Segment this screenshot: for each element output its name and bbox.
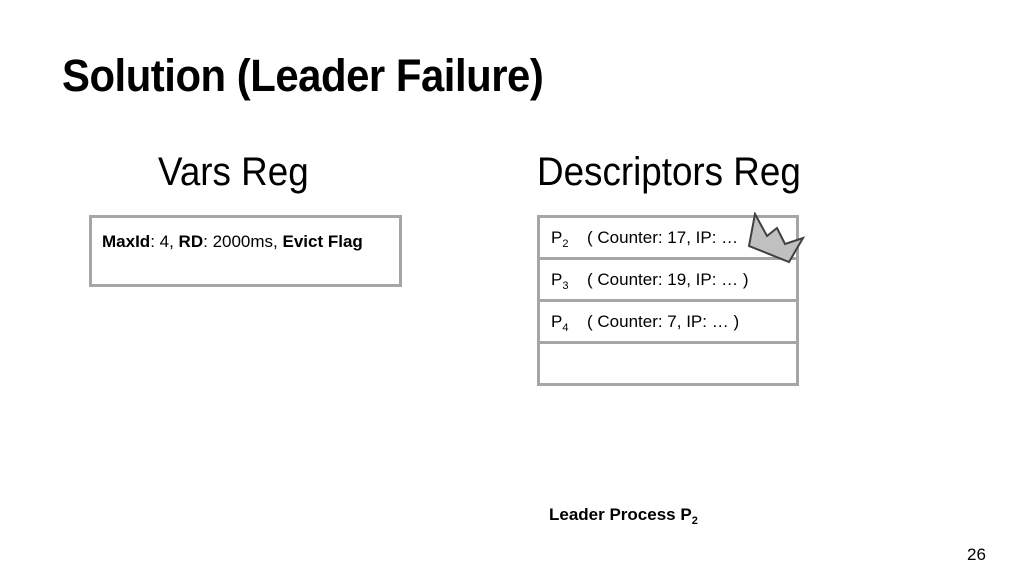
vars-reg-box: MaxId: 4, RD: 2000ms, Evict Flag [89,215,402,287]
descriptor-text: ( Counter: 17, IP: … [587,228,739,247]
process-name: P3 [551,270,569,292]
evict-flag-key: Evict Flag [282,232,363,251]
maxid-key: MaxId [102,232,151,251]
crown-icon [747,212,806,264]
leader-process-label: Leader Process P2 [549,505,698,527]
descriptor-row: P3 ( Counter: 19, IP: … ) [537,257,799,302]
page-number: 26 [967,545,986,564]
descriptor-text: ( Counter: 7, IP: … ) [587,312,740,331]
vars-reg-heading: Vars Reg [158,150,309,194]
process-name: P4 [551,312,569,334]
maxid-value: 4, [159,232,179,251]
descriptor-row-empty [537,341,799,386]
rd-sep: : [203,232,213,251]
slide-title: Solution (Leader Failure) [62,50,544,101]
descriptor-text: ( Counter: 19, IP: … ) [587,270,749,289]
rd-value: 2000ms, [212,232,283,251]
rd-key: RD [178,232,204,251]
descriptors-reg-heading: Descriptors Reg [537,150,801,194]
maxid-sep: : [150,232,160,251]
process-name: P2 [551,228,569,250]
descriptors-reg-table: P2 ( Counter: 17, IP: … P3 ( Counter: 19, … [537,215,799,386]
descriptor-row: P4 ( Counter: 7, IP: … ) [537,299,799,344]
